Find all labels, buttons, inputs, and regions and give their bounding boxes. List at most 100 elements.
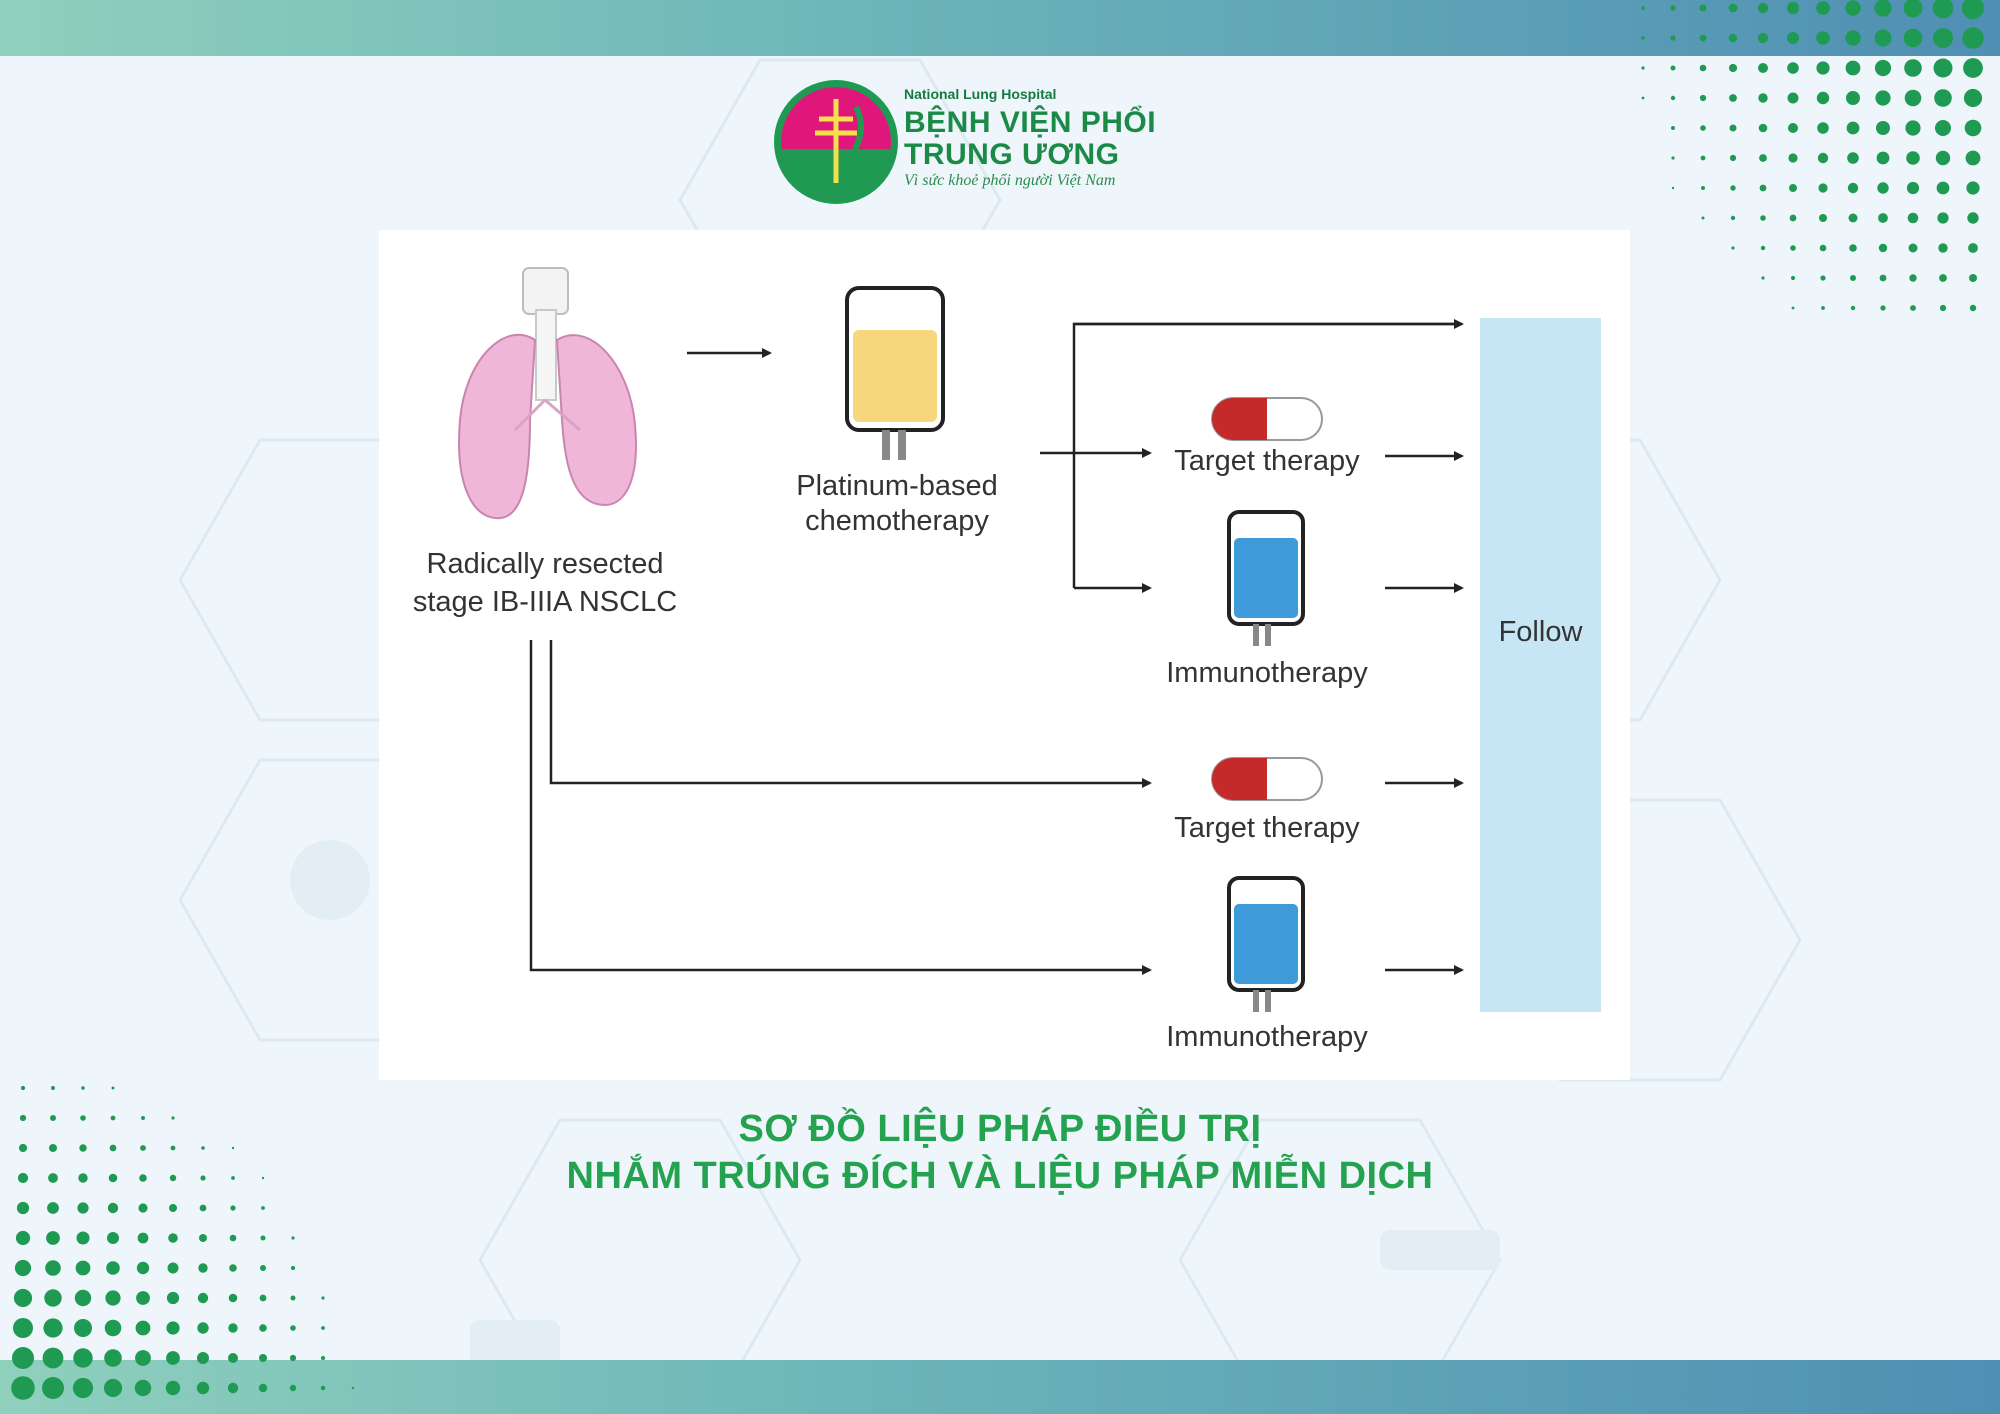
decorative-dot [1758, 123, 1768, 133]
decorative-dot [51, 1086, 55, 1090]
decorative-dot [1909, 274, 1917, 282]
chemo-label-line2: chemotherapy [805, 505, 989, 537]
target-therapy-label: Target therapy [1174, 812, 1360, 844]
decorative-dot [139, 1174, 147, 1182]
decorative-dot [1790, 275, 1796, 281]
decorative-dot [19, 1114, 27, 1122]
decorative-dot [140, 1145, 146, 1151]
lungs-icon [458, 267, 637, 520]
decorative-dot [1965, 150, 1981, 166]
decorative-dot [198, 1263, 208, 1273]
decorative-dot [110, 1115, 116, 1121]
decorative-dot [321, 1296, 325, 1300]
decorative-dot [260, 1265, 266, 1271]
decorative-dot [72, 1377, 94, 1399]
decorative-dot [1847, 182, 1859, 194]
decorative-dot [136, 1291, 150, 1305]
decorative-dot [12, 1347, 34, 1369]
top-banner [0, 0, 2000, 56]
decorative-dot [261, 1176, 265, 1180]
decorative-dot [13, 1318, 33, 1338]
decorative-dot [199, 1204, 207, 1212]
decorative-dot [1877, 182, 1889, 194]
decorative-dot [76, 1231, 90, 1245]
decorative-dot [49, 1144, 57, 1152]
decorative-dot [1906, 151, 1920, 165]
decorative-dot [1933, 28, 1953, 48]
decorative-dot [165, 1380, 181, 1396]
caption-line2: NHẮM TRÚNG ĐÍCH VÀ LIỆU PHÁP MIỄN DỊCH [566, 1155, 1434, 1197]
decorative-dot [1880, 305, 1886, 311]
decorative-dot [1729, 124, 1737, 132]
decorative-dot [320, 1385, 326, 1391]
decorative-dot [1817, 122, 1829, 134]
decorative-dot [1876, 151, 1890, 165]
decorative-dot [78, 1173, 88, 1183]
decorative-dot [291, 1236, 295, 1240]
decorative-dot [289, 1384, 297, 1392]
decorative-dot [1966, 181, 1980, 195]
decorative-dot [229, 1234, 237, 1242]
follow-box [1480, 318, 1601, 1012]
decorative-dot [1969, 304, 1977, 312]
decorative-dot [259, 1324, 267, 1332]
decorative-dot [171, 1116, 175, 1120]
decorative-dot [1819, 244, 1827, 252]
decorative-dot [1907, 212, 1919, 224]
decorative-dot [1874, 29, 1892, 47]
decorative-dot [47, 1202, 59, 1214]
decorative-dot [103, 1378, 123, 1398]
decorative-dot [111, 1086, 115, 1090]
decorative-dot [197, 1352, 209, 1364]
decorative-dot [1670, 95, 1676, 101]
decorative-dot [74, 1289, 92, 1307]
decorative-dot [1670, 35, 1676, 41]
decorative-dot [1874, 0, 1892, 17]
decorative-dot [1760, 245, 1766, 251]
start-label-line1: Radically resected [426, 548, 664, 580]
decorative-dot [320, 1355, 326, 1361]
immunotherapy-bag-icon [1227, 876, 1305, 1012]
decorative-dot [48, 1173, 58, 1183]
decorative-dot [166, 1351, 180, 1365]
decorative-dot [197, 1322, 209, 1334]
decorative-dot [1933, 58, 1953, 78]
decorative-dot [1789, 184, 1797, 192]
decorative-dot [1701, 216, 1705, 220]
decorative-dot [43, 1318, 63, 1338]
decorative-dot [166, 1291, 180, 1305]
decorative-dot [134, 1379, 152, 1397]
decorative-dot [1963, 58, 1983, 78]
decorative-dot [1962, 27, 1984, 49]
decorative-dot [1761, 276, 1765, 280]
decorative-dot [1789, 214, 1797, 222]
decorative-dot [1847, 152, 1859, 164]
decorative-dot [1935, 150, 1951, 166]
decorative-dot [1936, 181, 1950, 195]
decorative-dot [1790, 245, 1796, 251]
decorative-dot [1730, 215, 1736, 221]
decorative-dot [135, 1350, 151, 1366]
decorative-dot [77, 1202, 89, 1214]
decorative-dot [1787, 32, 1799, 44]
decorative-dots-bottom-left [11, 1085, 355, 1400]
logo-english-name: National Lung Hospital [904, 86, 1057, 102]
decorative-dot [1821, 306, 1825, 310]
decorative-dot [136, 1261, 150, 1275]
decorative-dot [169, 1204, 177, 1212]
decorative-dot [1910, 305, 1916, 311]
chemotherapy-bag-icon [845, 286, 945, 460]
decorative-dot [1759, 154, 1767, 162]
decorative-dot [1700, 155, 1706, 161]
decorative-dot [1760, 215, 1766, 221]
decorative-dot [1818, 183, 1828, 193]
decorative-dot [1671, 156, 1675, 160]
decorative-dot [1670, 5, 1676, 11]
decorative-dot [1731, 246, 1735, 250]
decorative-dot [1874, 59, 1892, 77]
decorative-dot [1816, 31, 1830, 45]
decorative-dot [1934, 89, 1952, 107]
decorative-dot [197, 1292, 209, 1304]
decorative-dot [1670, 65, 1676, 71]
